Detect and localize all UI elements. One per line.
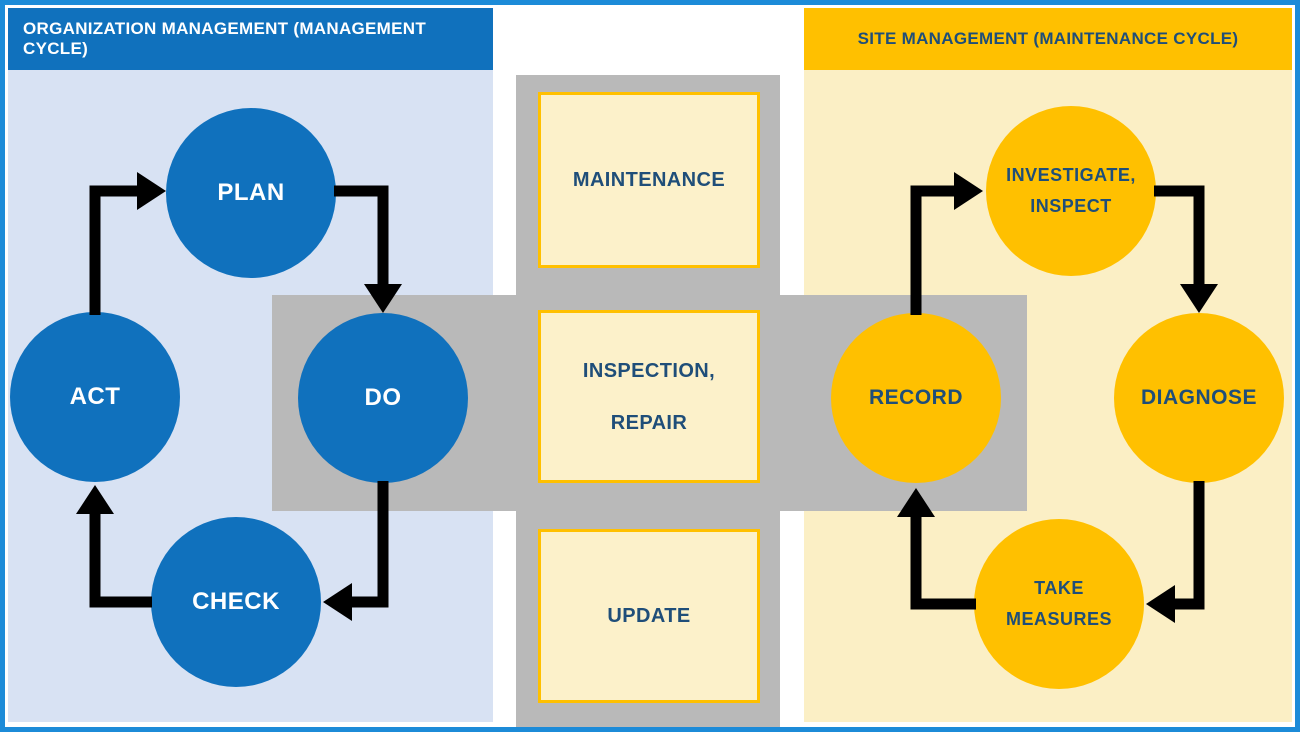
check-node: CHECK [151, 517, 321, 687]
do-node: DO [298, 313, 468, 483]
take-measures-node: TAKE MEASURES [974, 519, 1144, 689]
investigate-inspect-label-line1: INVESTIGATE, [1006, 164, 1136, 185]
update-box: UPDATE [538, 529, 760, 703]
maintenance-box-label: MAINTENANCE [572, 169, 726, 191]
inspection-repair-box: INSPECTION, REPAIR [538, 310, 760, 483]
record-node: RECORD [831, 313, 1001, 483]
update-box-label: UPDATE [607, 605, 691, 627]
take-measures-label-line1: TAKE [1034, 577, 1084, 598]
plan-node-label: PLAN [217, 179, 285, 206]
plan-node: PLAN [166, 108, 336, 278]
diagnose-node-label: DIAGNOSE [1140, 386, 1257, 409]
diagnose-node: DIAGNOSE [1114, 313, 1284, 483]
inspection-repair-box-label-line2: REPAIR [610, 411, 688, 434]
inspection-repair-box-label-line1: INSPECTION, [582, 359, 716, 382]
site-management-header: SITE MANAGEMENT (MAINTENANCE CYCLE) [804, 8, 1292, 70]
organization-management-header: ORGANIZATION MANAGEMENT (MANAGEMENT CYCL… [8, 8, 493, 70]
do-node-label: DO [364, 384, 402, 411]
maintenance-box: MAINTENANCE [538, 92, 760, 268]
record-node-label: RECORD [868, 386, 963, 409]
investigate-inspect-node: INVESTIGATE, INSPECT [986, 106, 1156, 276]
investigate-inspect-label-line2: INSPECT [1030, 196, 1112, 216]
act-node-label: ACT [69, 383, 121, 410]
check-node-label: CHECK [192, 588, 280, 615]
act-node: ACT [10, 312, 180, 482]
take-measures-label-line2: MEASURES [1005, 609, 1112, 629]
